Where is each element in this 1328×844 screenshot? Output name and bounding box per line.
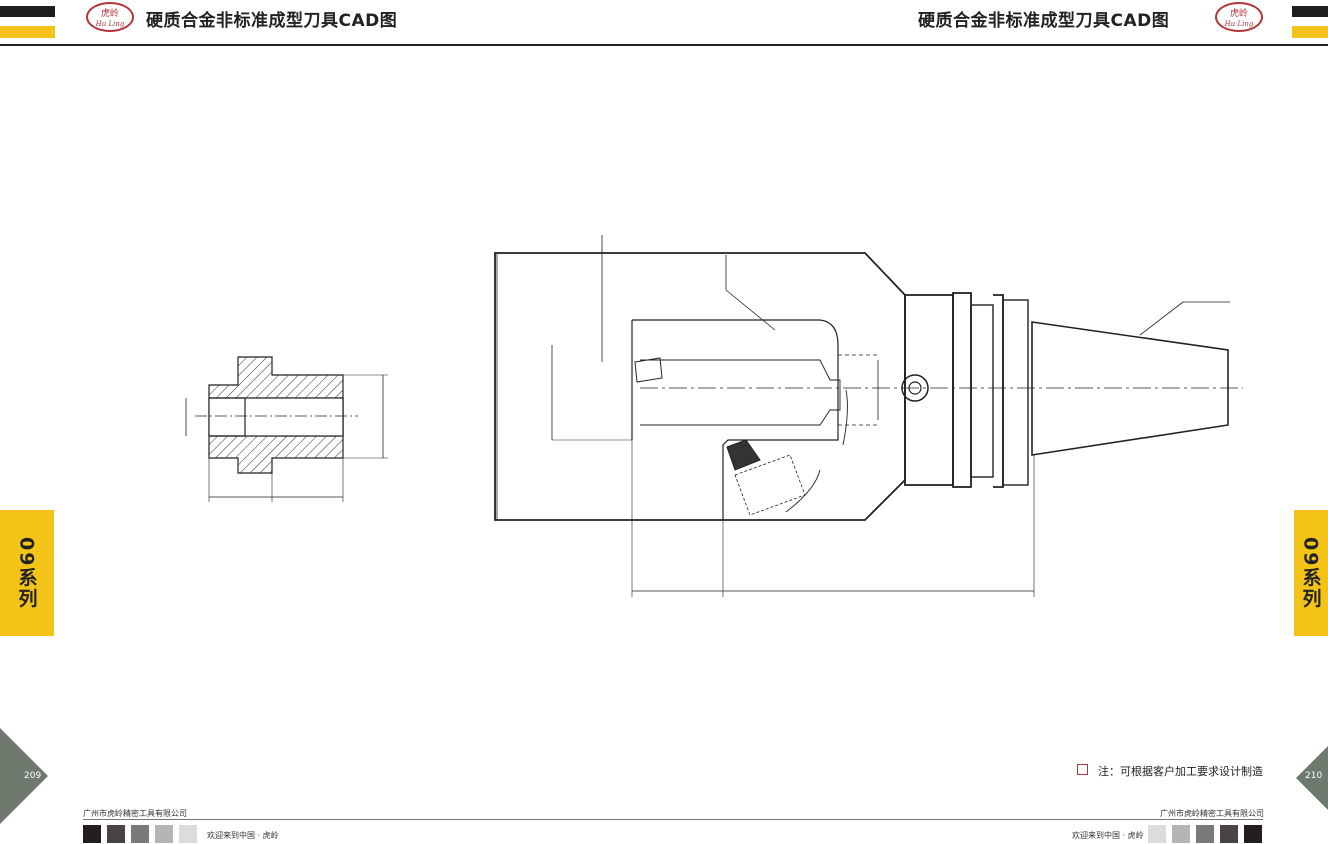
company-logo-right: 虎岭 Hu Ling [1215, 2, 1263, 32]
header-title-left: 硬质合金非标准成型刀具CAD图 [146, 11, 398, 31]
workpiece-section [185, 356, 388, 502]
color-swatch [1220, 825, 1238, 843]
header-divider [0, 44, 1328, 46]
header-stripe-yellow-right [1292, 26, 1328, 38]
series-tab-left: 09系列 [0, 510, 54, 636]
logo-en-text: Hu Ling [95, 20, 125, 28]
series-tab-right: 09系列 [1294, 510, 1328, 636]
page-number-right: 210 [1305, 771, 1323, 781]
company-logo-left: 虎岭 Hu Ling [86, 2, 134, 32]
custom-design-note: 注：可根据客户加工要求设计制造 [1098, 765, 1263, 778]
footer-welcome-right: 欢迎来到中国 · 虎岭 [1072, 831, 1144, 840]
color-swatch [107, 825, 125, 843]
page-corner-left [0, 728, 48, 824]
color-swatch [1148, 825, 1166, 843]
header-stripe-dark-left [0, 6, 55, 17]
color-swatch [131, 825, 149, 843]
footer-company-right: 广州市虎岭精密工具有限公司 [1160, 809, 1264, 818]
header-stripe-yellow-left [0, 26, 55, 38]
color-swatch [1196, 825, 1214, 843]
color-swatch [1172, 825, 1190, 843]
header-stripe-dark-right [1292, 6, 1328, 17]
logo-cn-text: 虎岭 [1230, 7, 1248, 19]
color-swatch [83, 825, 101, 843]
logo-cn-text: 虎岭 [101, 7, 119, 19]
color-swatch [155, 825, 173, 843]
footer-welcome-left: 欢迎来到中国 · 虎岭 [207, 831, 279, 840]
note-checkbox-icon [1077, 764, 1088, 775]
color-swatch [179, 825, 197, 843]
page-corner-right [1296, 746, 1328, 810]
header-title-right: 硬质合金非标准成型刀具CAD图 [918, 11, 1170, 31]
logo-en-text: Hu Ling [1224, 20, 1254, 28]
color-swatch [1244, 825, 1262, 843]
series-tab-left-label: 09系列 [15, 536, 38, 610]
series-tab-right-label: 09系列 [1299, 536, 1322, 610]
footer-divider [83, 819, 1263, 820]
footer-company-left: 广州市虎岭精密工具有限公司 [83, 809, 187, 818]
boring-tool [494, 235, 1243, 597]
page-number-left: 209 [24, 771, 42, 781]
